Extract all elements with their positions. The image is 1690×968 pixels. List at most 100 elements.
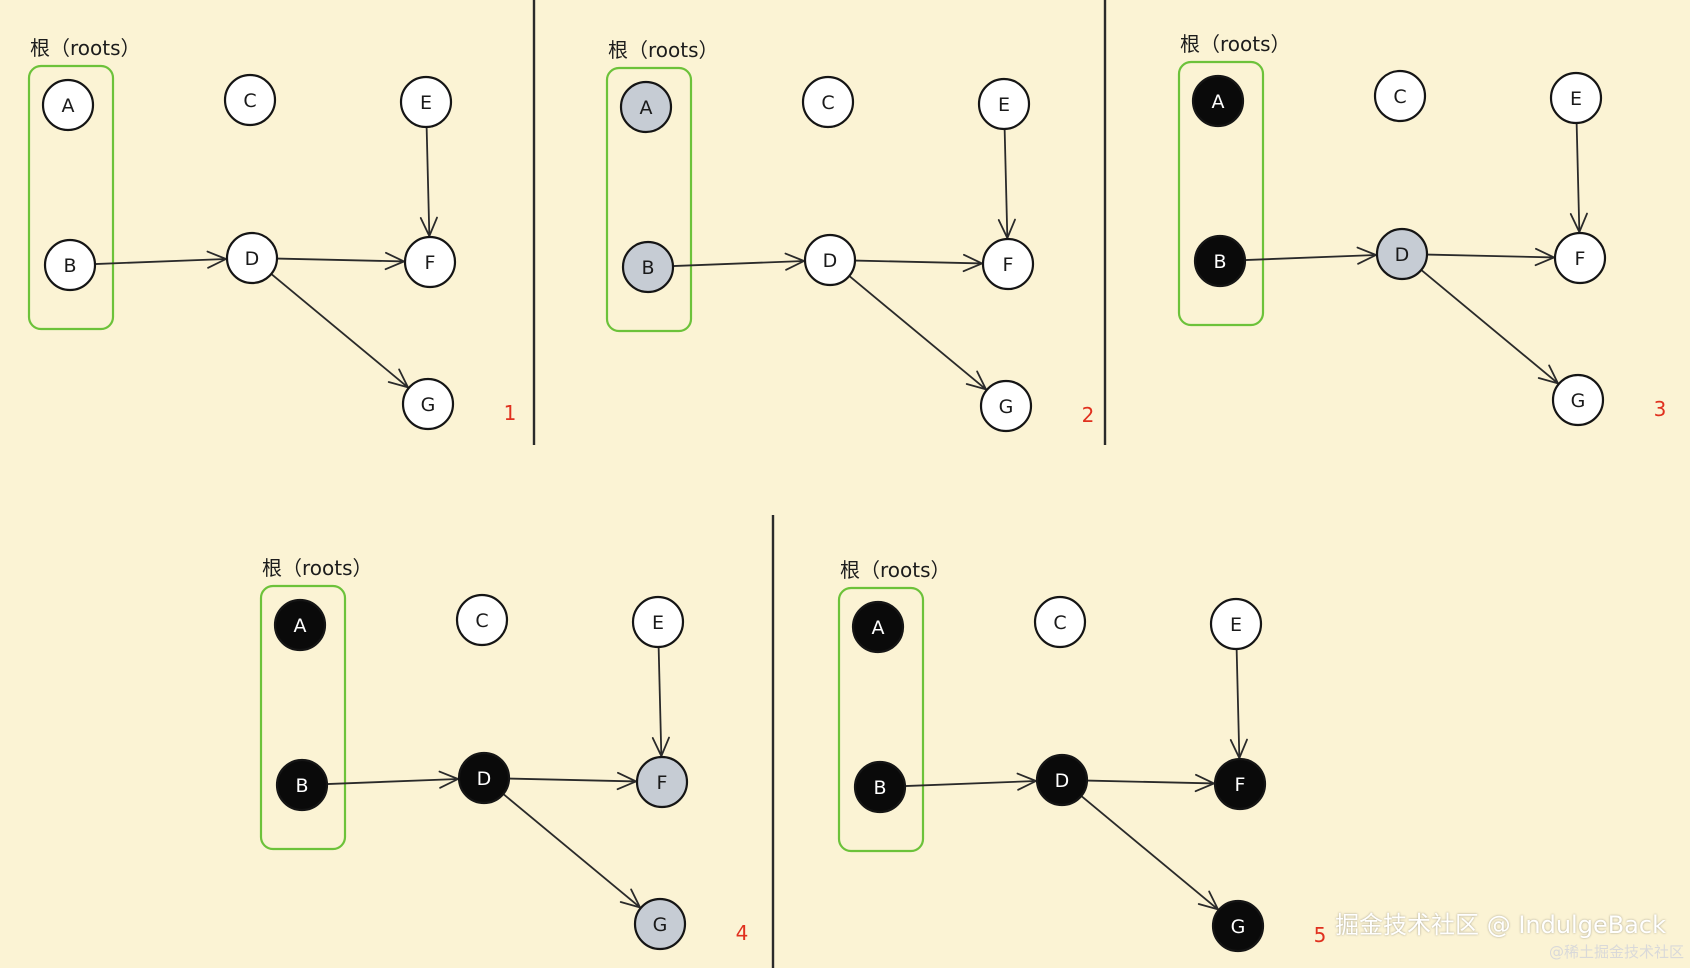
node-label: B: [873, 777, 886, 799]
node-circle: [619, 80, 673, 134]
node-D: D: [457, 751, 511, 805]
node-circle: [1373, 69, 1427, 123]
node-label: B: [641, 257, 654, 279]
edge-E-F: [425, 126, 431, 237]
node-circle: [631, 595, 685, 649]
node-circle: [635, 755, 689, 809]
roots-label: 根（roots）: [30, 36, 141, 60]
node-label: D: [1395, 244, 1410, 266]
edge-E-F: [1575, 122, 1581, 233]
node-F: F: [1553, 231, 1607, 285]
node-label: G: [999, 396, 1014, 418]
node-F: F: [403, 235, 457, 289]
node-circle: [223, 73, 277, 127]
node-label: F: [657, 772, 668, 794]
node-circle: [1033, 595, 1087, 649]
node-G: G: [1551, 373, 1605, 427]
node-D: D: [1035, 753, 1089, 807]
edge-D-G: [502, 793, 641, 909]
node-label: E: [998, 94, 1010, 116]
node-D: D: [225, 231, 279, 285]
roots-label: 根（roots）: [1180, 32, 1291, 56]
edge-D-F: [1426, 253, 1555, 259]
node-circle: [853, 760, 907, 814]
watermark-main: 掘金技术社区 @ IndulgeBack: [1335, 911, 1666, 939]
edge-D-G: [1420, 269, 1559, 385]
node-circle: [1551, 373, 1605, 427]
roots-label: 根（roots）: [262, 556, 373, 580]
node-A: A: [41, 78, 95, 132]
edge-E-F: [657, 646, 663, 757]
step-number: 1: [504, 401, 517, 425]
node-label: B: [295, 775, 308, 797]
node-circle: [1553, 231, 1607, 285]
node-circle: [225, 231, 279, 285]
node-A: A: [1191, 74, 1245, 128]
edge-B-D: [326, 778, 459, 785]
roots-group-box: [837, 586, 925, 853]
node-label: E: [652, 612, 664, 634]
node-A: A: [273, 598, 327, 652]
node-label: G: [1231, 916, 1246, 938]
node-F: F: [981, 237, 1035, 291]
edge-D-F: [854, 259, 983, 265]
edge-D-G: [270, 273, 409, 389]
node-G: G: [401, 377, 455, 431]
node-label: B: [1213, 251, 1226, 273]
node-C: C: [455, 593, 509, 647]
node-circle: [977, 77, 1031, 131]
node-label: A: [62, 95, 75, 117]
node-circle: [455, 593, 509, 647]
node-label: G: [421, 394, 436, 416]
node-label: E: [1230, 614, 1242, 636]
node-circle: [401, 377, 455, 431]
node-label: C: [821, 92, 834, 114]
node-circle: [1213, 757, 1267, 811]
edge-D-F: [508, 777, 637, 783]
node-circle: [621, 240, 675, 294]
edge-B-D: [904, 780, 1037, 787]
roots-label: 根（roots）: [840, 558, 951, 582]
node-B: B: [853, 760, 907, 814]
panel-5: 根（roots） A B C D E F G 5: [837, 558, 1327, 953]
edge-D-F: [276, 257, 405, 263]
node-label: C: [1393, 86, 1406, 108]
node-label: D: [1055, 770, 1070, 792]
node-circle: [457, 751, 511, 805]
node-label: C: [1053, 612, 1066, 634]
roots-group-box: [27, 64, 115, 331]
node-E: E: [977, 77, 1031, 131]
node-B: B: [1193, 234, 1247, 288]
step-number: 5: [1314, 923, 1327, 947]
node-G: G: [979, 379, 1033, 433]
edge-E-F: [1235, 648, 1241, 759]
step-number: 2: [1082, 403, 1095, 427]
roots-group-box: [259, 584, 347, 851]
node-circle: [633, 897, 687, 951]
edge-B-D: [672, 260, 805, 267]
edge-D-G: [848, 275, 987, 391]
node-A: A: [619, 80, 673, 134]
node-label: F: [1235, 774, 1246, 796]
node-D: D: [1375, 227, 1429, 281]
node-circle: [403, 235, 457, 289]
node-C: C: [1033, 595, 1087, 649]
node-label: C: [243, 90, 256, 112]
node-circle: [1191, 74, 1245, 128]
node-label: F: [1003, 254, 1014, 276]
node-circle: [1193, 234, 1247, 288]
node-F: F: [635, 755, 689, 809]
node-circle: [803, 233, 857, 287]
node-A: A: [851, 600, 905, 654]
watermark-sub: @稀土掘金技术社区: [1548, 943, 1684, 961]
node-circle: [1209, 597, 1263, 651]
edge-E-F: [1003, 128, 1009, 239]
node-label: A: [872, 617, 885, 639]
node-circle: [851, 600, 905, 654]
node-circle: [1375, 227, 1429, 281]
node-label: F: [1575, 248, 1586, 270]
